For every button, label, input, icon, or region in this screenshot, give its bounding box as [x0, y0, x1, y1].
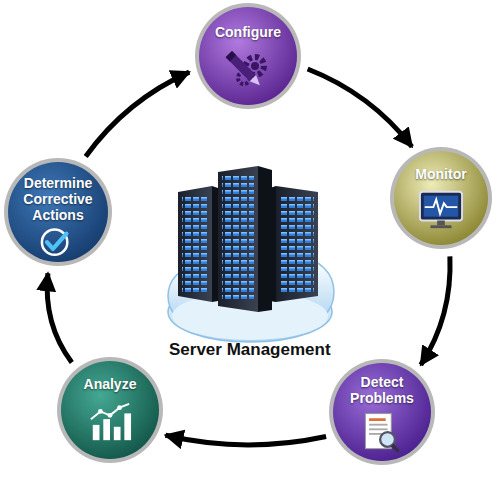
step-circle: Determine Corrective Actions [3, 157, 113, 267]
step-circle: Configure [194, 2, 302, 110]
step-circle: Detect Problems [328, 358, 436, 466]
cycle-arrow [47, 273, 72, 362]
step-icon [358, 410, 406, 456]
center-title: Server Management [169, 340, 331, 360]
step-label: Analyze [67, 376, 153, 392]
cycle-arrow [166, 435, 327, 445]
step-label: Determine Corrective Actions [14, 175, 102, 223]
circle-outline [56, 356, 164, 464]
step-icon [36, 223, 80, 263]
step-label: Detect Problems [339, 374, 425, 406]
cycle-arrow [86, 72, 190, 156]
server-racks [178, 166, 318, 312]
step-icon [415, 188, 467, 232]
cycle-arrow [308, 69, 412, 147]
step-label: Monitor [400, 166, 483, 182]
step-circle: Analyze [56, 356, 164, 464]
step-label: Configure [205, 24, 291, 40]
step-circle: Monitor [389, 146, 493, 250]
cycle-arrow [421, 256, 450, 365]
step-icon [84, 400, 136, 444]
circle-outline [194, 2, 302, 110]
step-icon [222, 46, 274, 92]
